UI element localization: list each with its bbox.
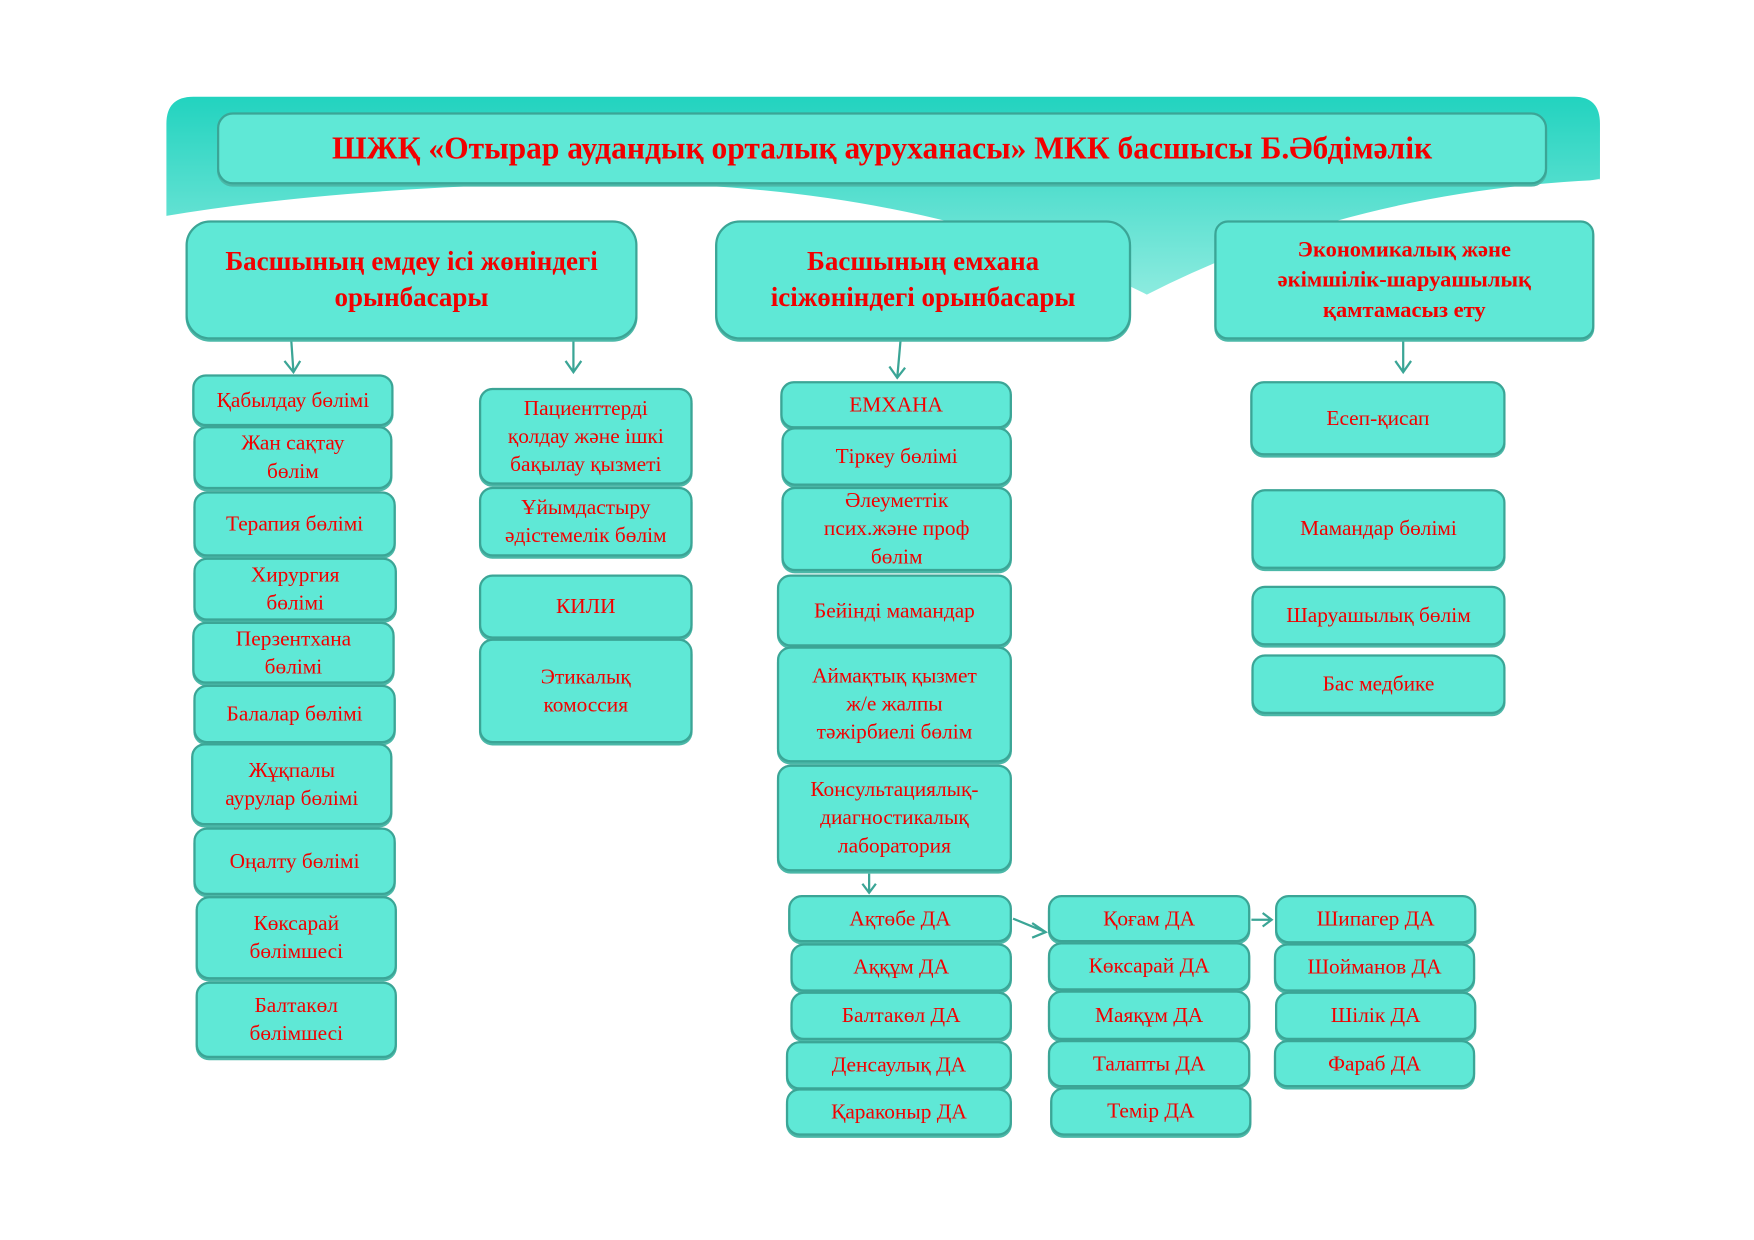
service-box: Ұйымдастыру әдістемелік бөлім — [478, 486, 693, 557]
dept-box: Оңалту бөлімі — [193, 827, 396, 895]
polyclinic-box: Бейінді мамандар — [776, 574, 1012, 647]
polyclinic-box: Аймақтық қызмет ж/е жалпы тәжірбиелі бөл… — [776, 646, 1012, 763]
outpatient-box: Талапты ДА — [1047, 1040, 1251, 1088]
outpatient-box: Фараб ДА — [1273, 1040, 1476, 1088]
outpatient-box: Темір ДА — [1050, 1087, 1252, 1136]
service-box: КИЛИ — [478, 574, 693, 639]
dept-box: Жұқпалы аурулар бөлімі — [191, 743, 393, 826]
service-box: Этикалық комоссия — [478, 638, 693, 744]
dept-box: Терапия бөлімі — [193, 491, 396, 557]
polyclinic-box: Консультациялық- диагностикалық лаборато… — [776, 764, 1012, 872]
outpatient-box: Шойманов ДА — [1273, 943, 1476, 992]
dept-box: Жан сақтау бөлім — [193, 426, 393, 490]
dept-box: Көксарай бөлімшесі — [195, 896, 397, 980]
outpatient-box: Ақтөбе ДА — [788, 894, 1012, 943]
dept-box: Балтакөл бөлімшесі — [195, 981, 397, 1059]
outpatient-box: Балтакөл ДА — [790, 991, 1012, 1041]
outpatient-box: Аққұм ДА — [790, 943, 1012, 992]
polyclinic-box: ЕМХАНА — [780, 381, 1012, 429]
service-box: Пациенттерді қолдау және ішкі бақылау қы… — [478, 387, 693, 485]
dept-box: Перзентхана бөлімі — [192, 621, 395, 684]
economic-box: Шаруашылық бөлім — [1251, 585, 1506, 646]
outpatient-box: Қоғам ДА — [1047, 894, 1251, 943]
economic-box: Бас медбике — [1251, 654, 1506, 714]
outpatient-box: Көксарай ДА — [1047, 942, 1251, 991]
dept-box: Қабылдау бөлімі — [192, 374, 394, 427]
director-box: ШЖҚ «Отырар аудандық орталық ауруханасы»… — [217, 112, 1548, 185]
dept-box: Хирургия бөлімі — [193, 557, 397, 621]
outpatient-box: Денсаулық ДА — [785, 1041, 1012, 1090]
economic-box: Мамандар бөлімі — [1251, 489, 1506, 569]
deputy-economic: Экономикалық және әкімшілік-шаруашылық қ… — [1214, 220, 1595, 340]
outpatient-box: Қараконыр ДА — [785, 1088, 1012, 1136]
outpatient-box: Шипагер ДА — [1275, 894, 1477, 944]
economic-box: Есеп-қисап — [1250, 381, 1506, 456]
deputy-polyclinic: Басшының емхана ісіжөніндегі орынбасары — [715, 220, 1132, 340]
connector-arrows — [283, 339, 1412, 939]
dept-box: Балалар бөлімі — [193, 684, 396, 744]
polyclinic-box: Әлеуметтік псих.және проф бөлім — [781, 486, 1012, 572]
outpatient-box: Маяқұм ДА — [1047, 990, 1251, 1041]
polyclinic-box: Тіркеу бөлімі — [781, 427, 1012, 486]
outpatient-box: Шілік ДА — [1275, 991, 1477, 1041]
deputy-medical: Басшының емдеу ісі жөніндегі орынбасары — [185, 220, 638, 340]
